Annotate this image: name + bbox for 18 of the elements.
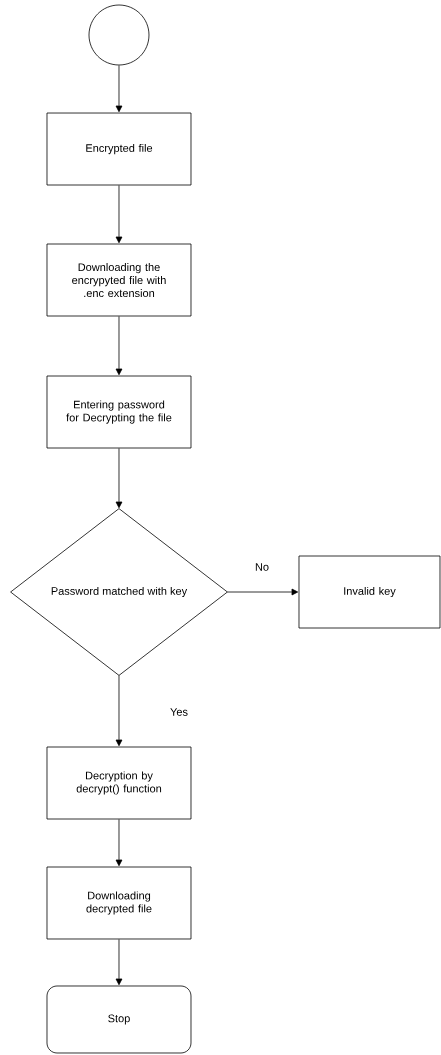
- edge-label: No: [253, 562, 270, 572]
- process-box: Encrypted file: [46, 112, 192, 186]
- arrow: [115, 675, 123, 747]
- process-box: Entering password for Decrypting the file: [46, 375, 192, 449]
- edge-label: Yes: [169, 707, 189, 717]
- arrow: [227, 588, 299, 596]
- arrow: [115, 448, 123, 509]
- process-box: Decryption by decrypt() function: [46, 746, 192, 820]
- process-box: Invalid key: [298, 555, 441, 629]
- arrow: [115, 819, 123, 867]
- arrow: [115, 185, 123, 244]
- arrow: [115, 939, 123, 986]
- process-box: Downloading decrypted file: [46, 866, 192, 940]
- start-circle: [88, 4, 150, 66]
- arrow: [115, 65, 123, 113]
- arrow: [115, 316, 123, 376]
- process-box: Downloading the encrypyted file with .enc extension: [46, 243, 192, 317]
- terminal-box: Stop: [46, 985, 192, 1054]
